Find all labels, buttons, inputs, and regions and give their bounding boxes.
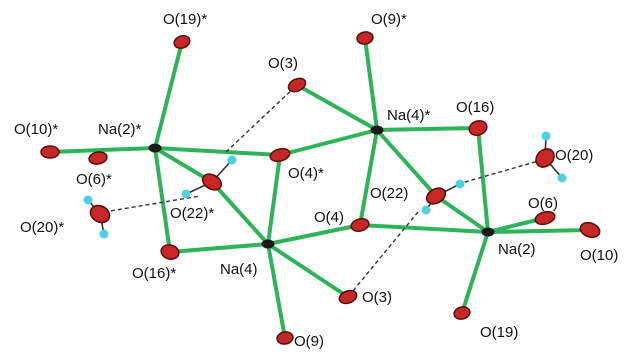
label-o19: O(19): [480, 324, 518, 341]
atom-o3a: [287, 77, 307, 93]
label-na4s: Na(4)*: [387, 107, 431, 124]
label-o10: O(10): [580, 247, 618, 264]
atom-o19: [453, 306, 471, 320]
atom-o16s: [160, 244, 180, 260]
bond-na4s-o22: [375, 128, 438, 198]
label-o20s: O(20)*: [20, 219, 64, 236]
bond-na2s-o22s: [153, 146, 214, 184]
bond-na4-o4: [266, 223, 362, 246]
atom-o22: [425, 187, 447, 205]
label-o4: O(4): [314, 209, 344, 226]
atom-o3b: [338, 289, 358, 305]
label-o6s: O(6)*: [76, 171, 112, 188]
bond-na2-o19: [460, 230, 490, 315]
atom-o22s: [201, 173, 223, 191]
atom-h-o22s-1: [227, 155, 237, 165]
atom-na2s: [148, 143, 162, 153]
atom-o20: [535, 148, 555, 168]
atom-na2: [481, 227, 495, 237]
atom-na4: [261, 239, 275, 249]
label-o19s: O(19)*: [163, 11, 207, 28]
bond-na2s-o10s: [48, 146, 157, 154]
hydrogen-bonds: [103, 84, 543, 298]
hydrogen-atoms: [83, 131, 567, 239]
bond-na4-o4s: [266, 153, 282, 246]
bond-na4-o3: [266, 242, 350, 299]
hbond-o22-o3: [347, 211, 419, 298]
atom-na4s: [370, 125, 384, 135]
atom-o10s: [40, 145, 60, 159]
label-na2s: Na(2)*: [98, 121, 142, 138]
bond-na2s-o16s: [153, 146, 172, 254]
atom-h-o20-1: [541, 131, 551, 141]
bond-na4s-o4: [358, 128, 379, 227]
label-o16: O(16): [456, 99, 494, 116]
label-o9: O(9): [294, 333, 324, 350]
label-o3a: O(3): [268, 55, 298, 72]
bond-na2-o4: [358, 223, 490, 234]
atom-h-o20s-2: [99, 229, 109, 239]
atom-labels: O(19)* O(9)* O(3) O(10)* Na(2)* Na(4)* O…: [14, 11, 618, 350]
hbond-o22-o20: [457, 159, 543, 185]
label-o9s: O(9)*: [371, 11, 407, 28]
label-o4s: O(4)*: [288, 165, 324, 182]
bond-na2-o16: [476, 126, 490, 234]
atom-o19s: [173, 34, 191, 50]
atom-o6: [534, 210, 556, 226]
label-o16s: O(16)*: [132, 265, 176, 282]
oxygen-atoms: [40, 31, 601, 345]
atom-h-o20s-1: [83, 195, 93, 205]
bond-na2s-o4s: [153, 146, 282, 157]
label-o3b: O(3): [362, 289, 392, 306]
label-na4: Na(4): [220, 261, 258, 278]
coordination-bonds: [48, 36, 592, 340]
label-o10s: O(10)*: [14, 121, 58, 138]
atom-o16: [468, 119, 488, 137]
bond-na2-o10: [486, 228, 592, 234]
label-na2: Na(2): [498, 241, 536, 258]
atom-o10: [579, 221, 601, 239]
label-o22: O(22): [370, 185, 408, 202]
bond-na4-o22s: [210, 180, 270, 246]
bond-na4s-o3: [295, 83, 379, 132]
bond-na4-o9: [266, 242, 287, 340]
bond-na4-o16s: [168, 242, 270, 254]
hbond-o22s-o3: [225, 84, 298, 153]
atom-o4s: [269, 147, 291, 163]
atom-h-o22-2: [421, 205, 431, 215]
atom-o9: [276, 331, 294, 345]
bond-na4s-o9s: [363, 36, 379, 132]
bond-na2s-o19s: [153, 40, 184, 150]
label-o22s: O(22)*: [170, 205, 214, 222]
atom-o20s: [89, 204, 111, 224]
atom-h-o22-1: [455, 179, 465, 189]
bond-na4s-o4s: [278, 128, 379, 157]
atom-o6s: [88, 151, 108, 165]
atom-o9s: [356, 31, 374, 45]
hbond-o20s-o22s: [103, 195, 201, 213]
atom-o4: [350, 218, 370, 232]
label-o20: O(20): [555, 147, 593, 164]
bond-na4s-o16: [375, 126, 480, 132]
sodium-atoms: [148, 125, 495, 249]
atom-h-o20-2: [557, 173, 567, 183]
bond-na2-o22: [434, 194, 490, 234]
atom-h-o22s-2: [181, 189, 191, 199]
label-o6: O(6): [528, 195, 558, 212]
